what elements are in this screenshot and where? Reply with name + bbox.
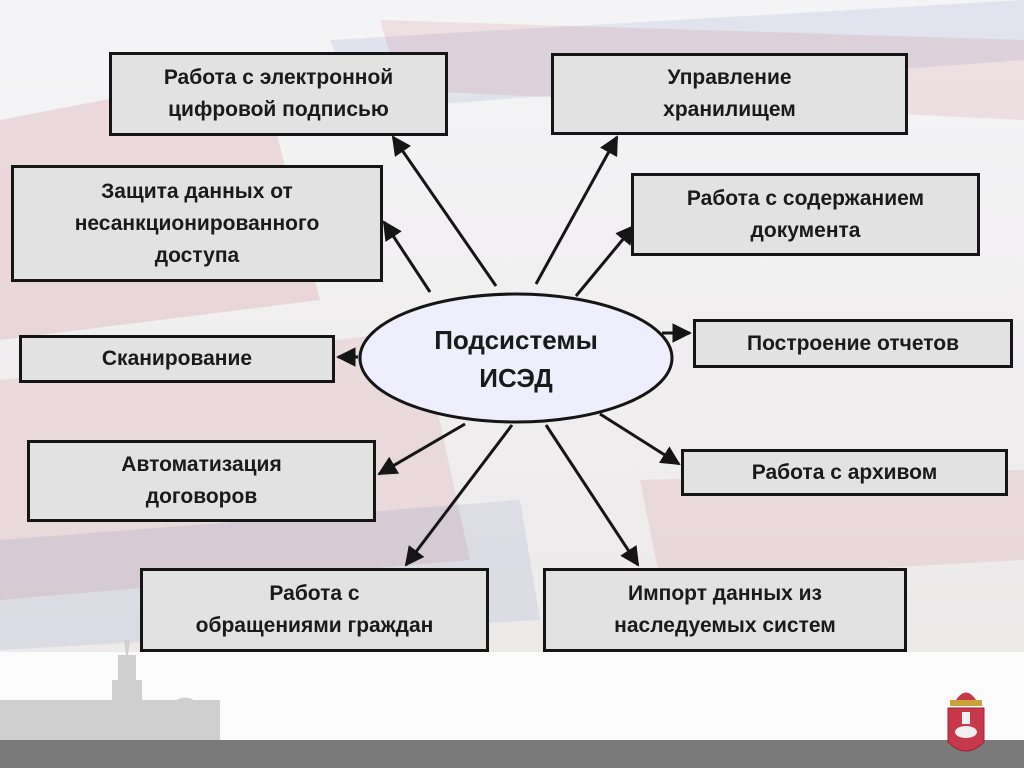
- arrow-to-archive: [599, 412, 681, 466]
- arrow-to-eds: [391, 135, 498, 287]
- arrow-to-import: [544, 424, 640, 567]
- node-contracts: Автоматизация договоров: [27, 440, 376, 522]
- node-eds: Работа с электронной цифровой подписью: [109, 52, 448, 136]
- arrow-to-storage: [534, 135, 619, 285]
- node-import: Импорт данных из наследуемых систем: [543, 568, 907, 652]
- node-citizens: Работа с обращениями граждан: [140, 568, 489, 652]
- arrow-to-contracts: [377, 422, 466, 476]
- arrow-to-protection: [382, 220, 432, 293]
- node-protection: Защита данных от несанкционированного до…: [11, 165, 383, 282]
- perm-krai-coat-of-arms: [947, 692, 985, 752]
- node-scanning: Сканирование: [19, 335, 335, 383]
- arrow-to-content: [574, 224, 636, 297]
- node-storage: Управление хранилищем: [551, 53, 908, 135]
- center-node-label: Подсистемы ИСЭД: [434, 325, 598, 393]
- arrow-to-citizens: [404, 424, 514, 567]
- node-archive: Работа с архивом: [681, 449, 1008, 496]
- node-content: Работа с содержанием документа: [631, 173, 980, 256]
- node-reports: Построение отчетов: [693, 319, 1013, 368]
